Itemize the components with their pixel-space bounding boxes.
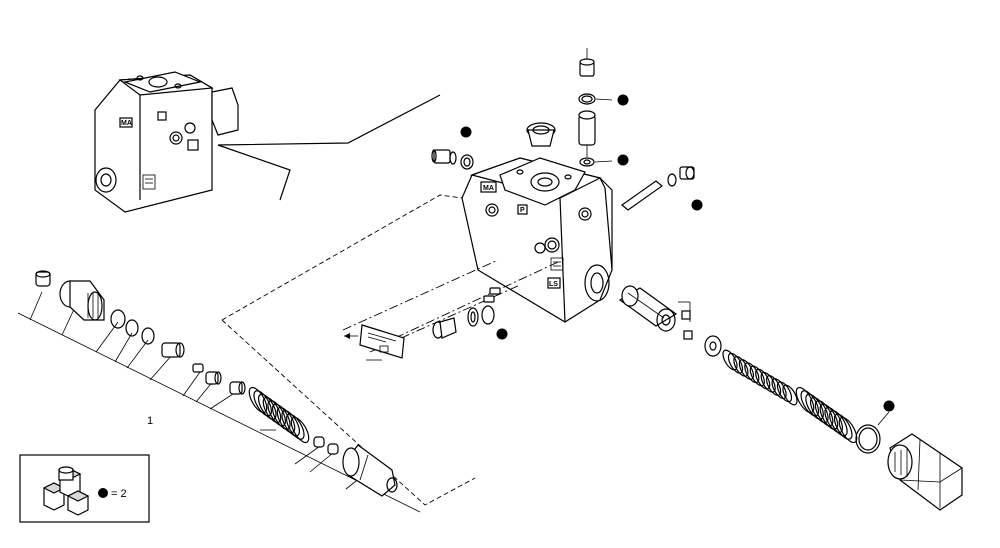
spring-coil xyxy=(776,381,793,403)
spring-coil xyxy=(276,406,296,434)
legend-box: = 2 xyxy=(19,454,150,523)
reference-valve-section: MA xyxy=(94,71,239,213)
main-p-marking: P xyxy=(520,207,525,214)
main-ma-marking: MA xyxy=(483,185,494,192)
kit-dot-3 xyxy=(460,126,472,138)
spring-coil xyxy=(814,400,834,427)
right-end-plug xyxy=(887,433,963,511)
spring-coil xyxy=(819,403,839,430)
kit-dot-5 xyxy=(496,328,508,340)
part-number-label: 1 xyxy=(147,415,153,427)
kit-dot-6 xyxy=(883,400,895,412)
spring-coil xyxy=(824,406,844,434)
left-top-plug-oring xyxy=(431,149,474,170)
spring-coil xyxy=(782,384,798,406)
legend-equals-text: = 2 xyxy=(111,488,127,500)
dashed-assembly-outline xyxy=(221,194,559,506)
spring-coil xyxy=(262,396,282,424)
kit-dot-2 xyxy=(617,154,629,166)
right-spring-2 xyxy=(795,386,858,444)
kit-markers xyxy=(460,94,895,426)
filled-dot-icon xyxy=(98,488,108,498)
right-spring-1 xyxy=(722,349,798,406)
kit-dot-1 xyxy=(617,94,629,106)
spring-coil xyxy=(809,396,829,424)
spring-coil xyxy=(805,393,824,420)
main-ls-marking: LS xyxy=(549,281,558,288)
spring-coil xyxy=(257,393,277,420)
spring-coil xyxy=(281,410,301,437)
spring-coil xyxy=(267,400,287,427)
ref-ma-marking: MA xyxy=(121,120,132,127)
right-spool-assembly xyxy=(618,285,722,357)
spring-coil xyxy=(800,390,820,417)
spring-coil xyxy=(290,416,310,444)
spring-coil xyxy=(253,390,273,417)
right-end-oring xyxy=(855,424,881,454)
top-cap-plug xyxy=(526,122,556,147)
spring-coil xyxy=(285,413,305,440)
top-plug-stack xyxy=(578,48,613,167)
center-plug-oring xyxy=(432,287,501,339)
kit-dot-4 xyxy=(691,199,703,211)
spring-coil xyxy=(833,413,853,440)
spring-coil xyxy=(795,386,815,414)
kit-cubes-icon xyxy=(42,466,90,516)
left-spring xyxy=(248,386,310,444)
spring-coil xyxy=(271,403,291,430)
left-exploded-row xyxy=(17,270,421,513)
main-valve-block: MA P LS xyxy=(461,157,613,323)
label-plate xyxy=(344,324,405,361)
right-pin-screw xyxy=(621,166,695,211)
spring-coil xyxy=(829,410,848,437)
spring-coil xyxy=(838,416,858,444)
spring-coil xyxy=(248,386,268,414)
section-cut-lines xyxy=(217,94,441,201)
